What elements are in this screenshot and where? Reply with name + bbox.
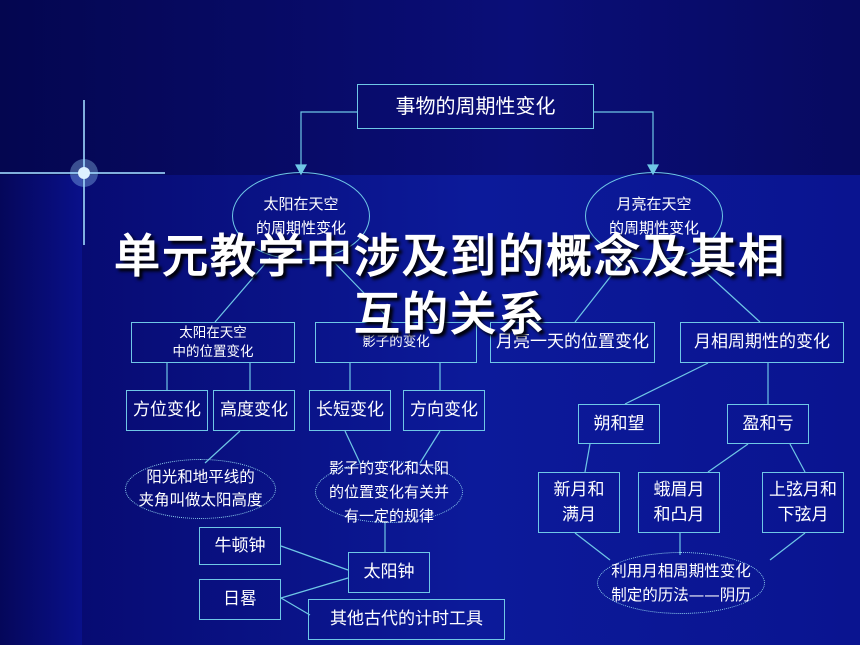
shadow-direction-change-node: 方向变化 bbox=[403, 390, 485, 431]
shuo-wang-node: 朔和望 bbox=[578, 404, 660, 444]
sun-position-node: 太阳在天空 中的位置变化 bbox=[131, 322, 295, 363]
shadow-change-node: 影子的变化 bbox=[315, 322, 477, 363]
quarter-moon-node: 上弦月和 下弦月 bbox=[762, 472, 844, 533]
ying-kui-node: 盈和亏 bbox=[727, 404, 809, 444]
moon-cycle-node: 月亮在天空 的周期性变化 bbox=[585, 172, 723, 260]
sundial-clock-node: 太阳钟 bbox=[348, 552, 430, 593]
lunar-calendar-note: 利用月相周期性变化 制定的历法——阴历 bbox=[597, 552, 765, 614]
sparkle-icon bbox=[0, 100, 165, 245]
slide-title: 单元教学中涉及到的概念及其相互的关系 bbox=[114, 229, 786, 341]
sundial-node: 日晷 bbox=[199, 579, 281, 620]
direction-change-node: 方位变化 bbox=[126, 390, 208, 431]
length-change-node: 长短变化 bbox=[309, 390, 391, 431]
sun-cycle-node: 太阳在天空 的周期性变化 bbox=[232, 172, 370, 260]
crescent-gibbous-node: 蛾眉月 和凸月 bbox=[638, 472, 720, 533]
sun-height-definition: 阳光和地平线的 夹角叫做太阳高度 bbox=[125, 459, 276, 519]
moon-position-node: 月亮一天的位置变化 bbox=[490, 322, 655, 363]
cow-clock-node: 牛顿钟 bbox=[199, 527, 281, 565]
ancient-timing-tools-node: 其他古代的计时工具 bbox=[308, 599, 505, 640]
new-full-moon-node: 新月和 满月 bbox=[538, 472, 620, 533]
height-change-node: 高度变化 bbox=[213, 390, 295, 431]
root-node: 事物的周期性变化 bbox=[357, 84, 594, 129]
moon-phase-node: 月相周期性的变化 bbox=[680, 322, 844, 363]
shadow-rule-note: 影子的变化和太阳 的位置变化有关并 有一定的规律 bbox=[315, 459, 463, 525]
left-band bbox=[0, 175, 82, 645]
top-band bbox=[0, 0, 860, 175]
